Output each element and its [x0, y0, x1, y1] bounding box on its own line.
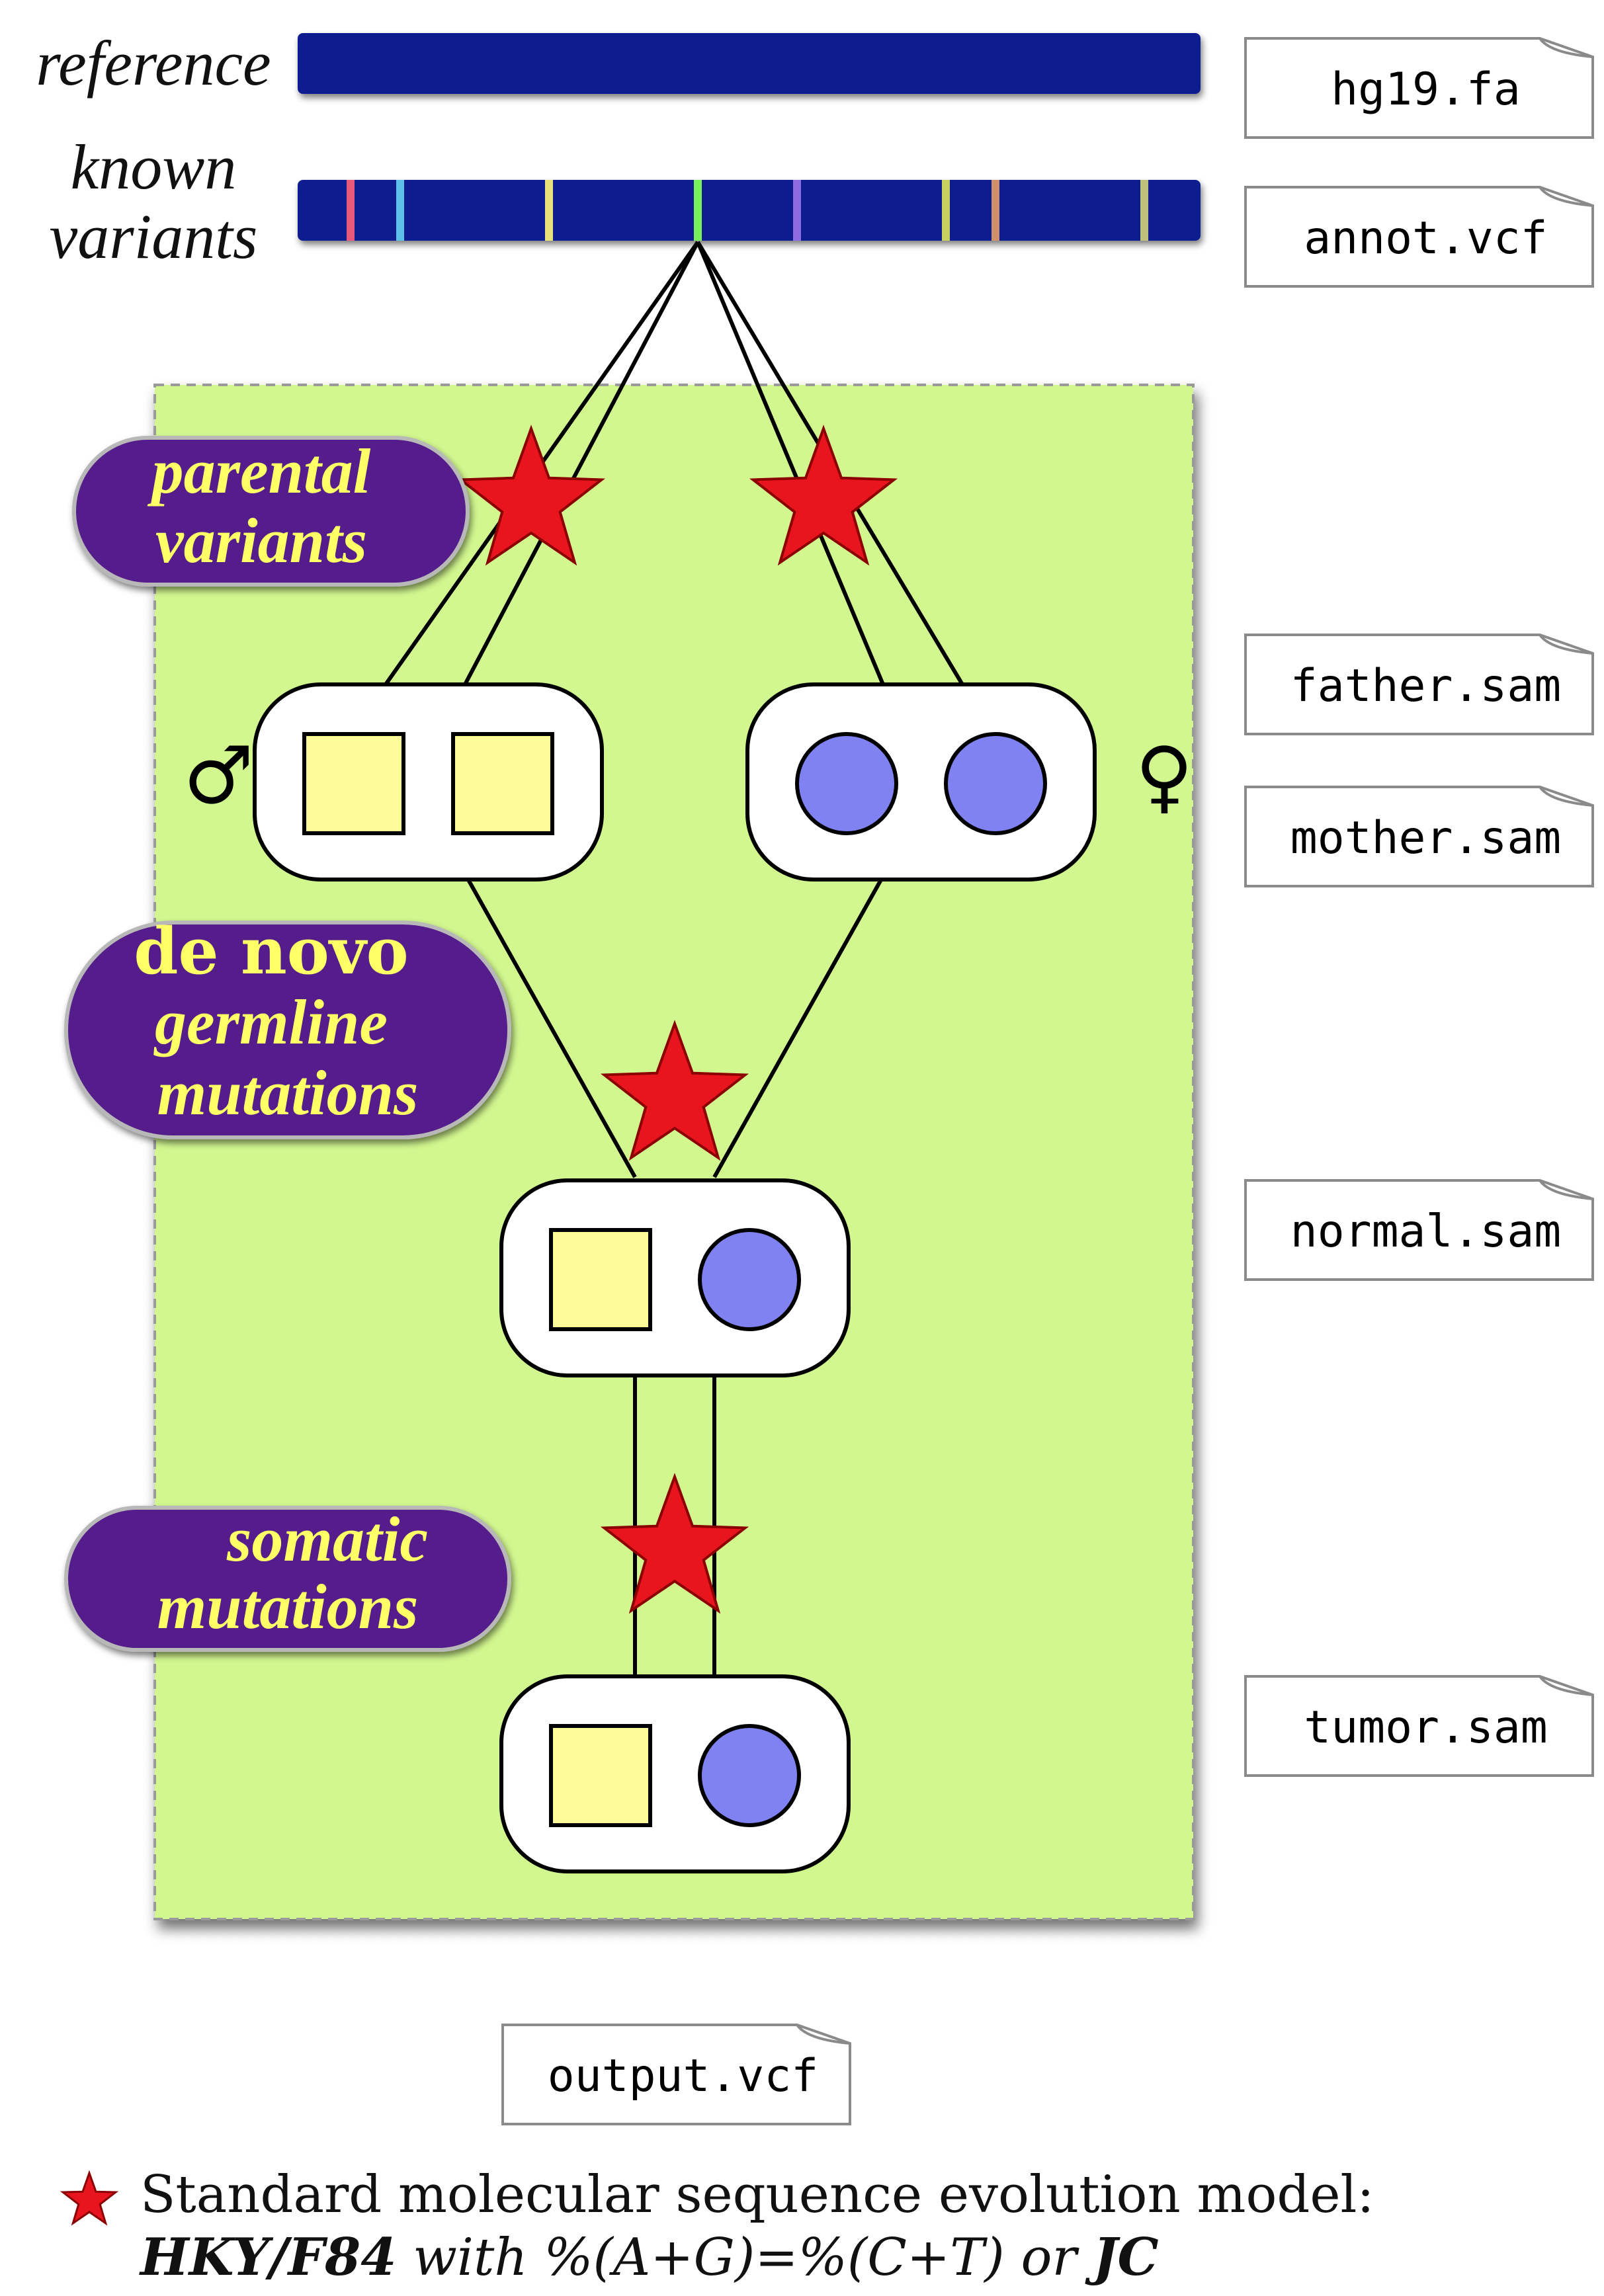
variant-mark — [1140, 180, 1148, 241]
tumor-chromosome-square — [549, 1724, 652, 1827]
parental-variants-line2: variants — [155, 505, 367, 576]
parental-variants-line1: parental — [148, 436, 371, 507]
known-variants-bar — [298, 180, 1201, 241]
tumor-node — [499, 1674, 851, 1873]
file-box-reference: hg19.fa — [1244, 37, 1594, 139]
known-variants-label-line2: variants — [50, 201, 258, 272]
de-novo-germline-mutations-pill — [64, 921, 511, 1139]
mutation-star-icon — [600, 1020, 749, 1161]
father-node — [253, 682, 604, 882]
legend-line1: Standard molecular sequence evolution mo… — [140, 2165, 1374, 2225]
file-box-normal: normal.sam — [1244, 1179, 1594, 1281]
variant-mark — [992, 180, 999, 241]
legend-model-text: with %(A+G)=%(C+T) or — [397, 2228, 1093, 2287]
variant-marks — [347, 180, 1148, 241]
variant-mark — [347, 180, 355, 241]
file-name-mother: mother.sam — [1290, 812, 1561, 864]
connector-line — [712, 875, 885, 1178]
reference-bar — [298, 33, 1201, 94]
legend-model-hky: HKY/F84 — [139, 2227, 397, 2287]
file-name-known: annot.vcf — [1304, 212, 1547, 265]
file-box-output: output.vcf — [501, 2024, 851, 2125]
normal-chromosome-square — [549, 1228, 652, 1331]
file-box-mother: mother.sam — [1244, 786, 1594, 887]
de-novo-line3: mutations — [157, 1057, 419, 1128]
legend-star-icon — [60, 2170, 119, 2226]
somatic-line2: mutations — [157, 1571, 419, 1642]
mutation-stars — [456, 425, 898, 1614]
file-box-tumor: tumor.sam — [1244, 1675, 1594, 1777]
parental-variants-pill — [72, 436, 470, 587]
connector-line — [464, 875, 637, 1178]
variant-mark — [545, 180, 553, 241]
father-chromosome-square — [302, 732, 405, 835]
mother-node — [745, 682, 1097, 882]
variant-mark — [793, 180, 801, 241]
normal-node — [499, 1178, 851, 1377]
file-name-father: father.sam — [1290, 660, 1561, 712]
file-name-normal: normal.sam — [1290, 1206, 1561, 1258]
somatic-mutations-pill — [64, 1506, 511, 1652]
mother-chromosome-circle — [795, 732, 898, 835]
mutation-star-icon — [749, 425, 898, 566]
legend-line2: HKY/F84 with %(A+G)=%(C+T) or JC — [139, 2227, 1159, 2287]
connector-line — [696, 241, 885, 686]
simulation-panel — [153, 384, 1195, 1920]
known-variants-label-line1: known — [71, 132, 237, 202]
reference-label: reference — [36, 28, 271, 99]
variant-mark — [942, 180, 950, 241]
tumor-chromosome-circle — [698, 1724, 801, 1827]
file-box-father: father.sam — [1244, 634, 1594, 735]
de-novo-line2: germline — [153, 987, 388, 1057]
connector-line — [463, 241, 700, 686]
file-name-output: output.vcf — [548, 2050, 818, 2102]
father-chromosome-square — [451, 732, 554, 835]
file-name-tumor: tumor.sam — [1304, 1702, 1547, 1754]
mother-chromosome-circle — [944, 732, 1047, 835]
male-symbol: ♂ — [183, 731, 254, 823]
normal-chromosome-circle — [698, 1228, 801, 1331]
de-novo-line1: de novo — [134, 914, 408, 989]
file-boxes: hg19.fa annot.vcf father.sam mother.sam norm… — [501, 37, 1594, 2125]
female-symbol: ♀ — [1135, 731, 1193, 823]
legend-model-jc: JC — [1085, 2227, 1159, 2287]
variant-mark — [396, 180, 404, 241]
mutation-star-icon — [600, 1473, 749, 1614]
legend: Standard molecular sequence evolution mo… — [60, 2165, 1374, 2287]
somatic-line1: somatic — [226, 1504, 428, 1575]
file-name-reference: hg19.fa — [1331, 63, 1521, 116]
variant-mark — [694, 180, 702, 241]
file-box-known: annot.vcf — [1244, 186, 1594, 288]
mutation-star-icon — [456, 425, 606, 566]
